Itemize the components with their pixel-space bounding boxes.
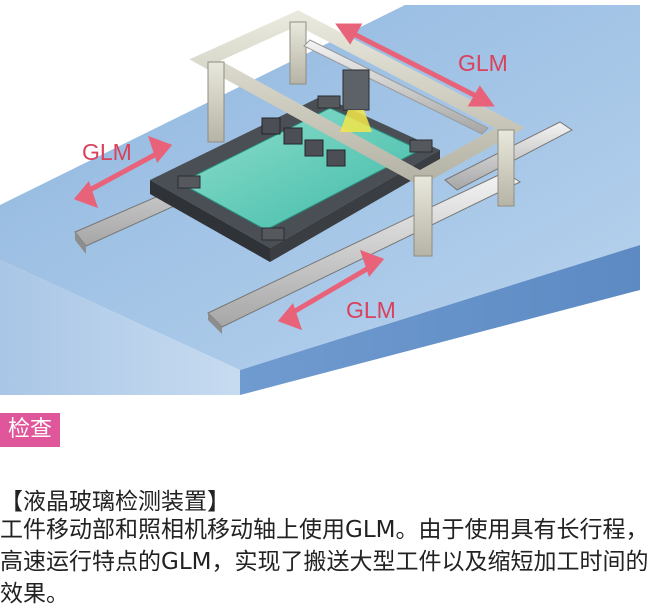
glm-arrow-top bbox=[335, 23, 495, 107]
section-tag: 检查 bbox=[0, 413, 61, 447]
inspection-device-diagram: GLM GLM GLM bbox=[0, 5, 640, 395]
stage-clamps bbox=[177, 95, 433, 241]
description-body: 工件移动部和照相机移动轴上使用GLM。由于使用具有长行程，高速运行特点的GLM，… bbox=[0, 517, 649, 607]
gantry-frame bbox=[189, 10, 525, 257]
glm-arrow-left bbox=[73, 135, 173, 209]
camera-heads bbox=[261, 117, 346, 167]
camera-unit bbox=[340, 69, 372, 132]
bottom-linear-rail bbox=[207, 171, 522, 334]
glm-arrow-bottom bbox=[277, 249, 385, 331]
description-title: 【液晶玻璃检测装置】 bbox=[0, 489, 230, 515]
glm-label-left: GLM bbox=[82, 139, 132, 165]
glm-label-top: GLM bbox=[458, 50, 508, 76]
glm-label-bottom: GLM bbox=[346, 297, 396, 323]
